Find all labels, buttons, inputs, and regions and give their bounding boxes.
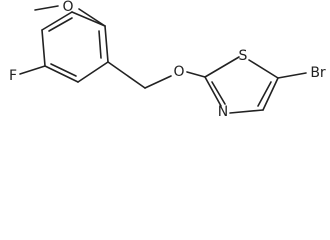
atom-label-s: S xyxy=(239,48,248,64)
bond-thiazole-double-a xyxy=(257,81,272,107)
atom-label-br: Br xyxy=(310,65,326,81)
chemical-structure: O F O S N Br xyxy=(9,0,326,120)
bond-thiazole-c5-c4 xyxy=(262,77,279,111)
bond-thiazole-s-c5 xyxy=(248,59,279,79)
atom-label-f: F xyxy=(9,68,17,84)
bond-ring-3 xyxy=(44,65,79,83)
bond-thiazole-double-b xyxy=(211,81,226,105)
bond-thiazole-c2-s xyxy=(204,56,240,78)
bond-ring-double-b xyxy=(50,63,77,77)
bond-ring-1 xyxy=(104,25,109,63)
bond-o-ring xyxy=(78,8,106,27)
bond-ch2-o xyxy=(144,75,172,89)
bond-ring-6 xyxy=(71,11,106,27)
bond-methyl-o xyxy=(34,5,59,11)
bond-ring-ch2 xyxy=(107,61,146,89)
bond-thiazole-n-c2 xyxy=(204,76,222,107)
bond-ring-2 xyxy=(77,61,109,83)
bond-ring-5 xyxy=(41,11,73,31)
bond-thiazole-c4-n xyxy=(229,109,264,114)
bond-ring-f xyxy=(19,65,46,75)
bond-ring-4 xyxy=(41,29,46,67)
bond-ring-double-c xyxy=(48,17,73,32)
atom-label-o-methoxy: O xyxy=(62,0,73,15)
atom-label-n: N xyxy=(218,104,228,120)
atom-label-o-ether: O xyxy=(173,64,184,80)
bond-ring-double-a xyxy=(98,30,102,59)
bond-o-thiazole xyxy=(186,71,206,78)
bond-c5-br xyxy=(277,72,307,79)
